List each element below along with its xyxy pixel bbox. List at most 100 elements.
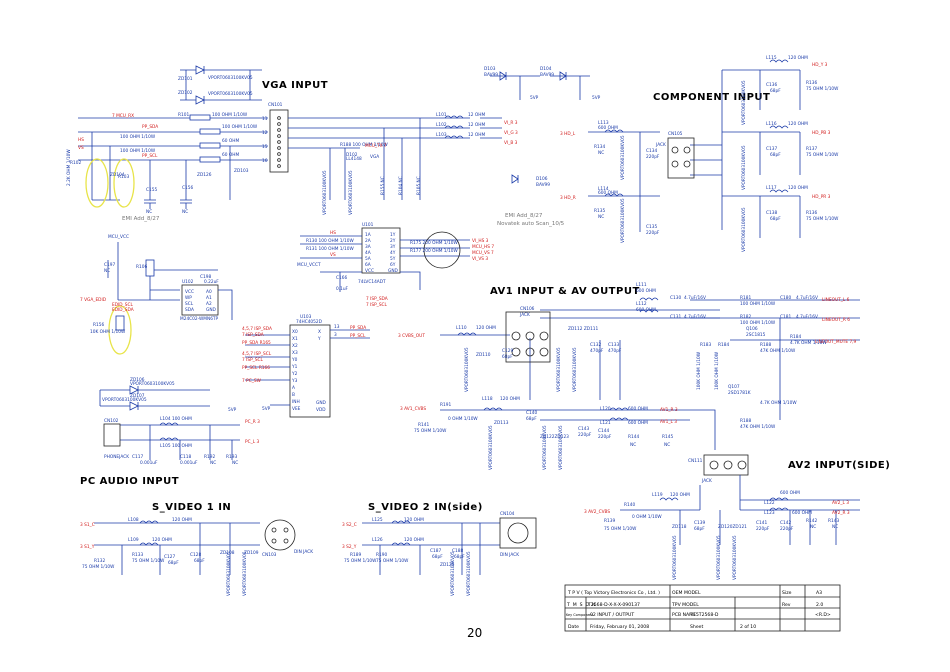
svg-text:600 OHM: 600 OHM — [792, 510, 812, 516]
cn111-label: CN111 — [688, 458, 703, 464]
svg-text:R181: R181 — [740, 295, 751, 301]
tb-size: A3 — [816, 590, 822, 596]
svg-text:ZD106: ZD106 — [130, 377, 145, 383]
jack3-label: JACK — [701, 478, 712, 484]
svg-text:L115: L115 — [766, 55, 777, 61]
svg-text:R156: R156 — [93, 322, 104, 328]
svg-text:600 OHM: 600 OHM — [636, 288, 656, 294]
svg-text:X3: X3 — [292, 350, 298, 356]
svg-text:LL4148: LL4148 — [346, 156, 362, 162]
svg-text:R190: R190 — [376, 552, 387, 558]
net-av2-r: AV2_R 3 — [832, 510, 850, 516]
svg-text:R177 200 OHM 1/10W: R177 200 OHM 1/10W — [410, 248, 458, 254]
svg-text:R106: R106 — [136, 264, 147, 270]
phonejack-label: PHONEJACK — [104, 454, 129, 460]
svg-text:ZD122ZD123: ZD122ZD123 — [540, 434, 569, 440]
net-s2c: 3 S2_C — [342, 522, 357, 528]
svg-text:A2: A2 — [206, 301, 212, 307]
svg-text:NC: NC — [104, 268, 110, 274]
svg-text:600 OHM: 600 OHM — [780, 490, 800, 496]
net-mcu-tx: MCU_TX 7 — [365, 143, 387, 149]
svg-text:L112: L112 — [636, 301, 647, 307]
svg-text:4.7uF/16V: 4.7uF/16V — [684, 314, 706, 320]
svg-text:C166: C166 — [336, 275, 347, 281]
cn106-label: CN106 — [520, 306, 535, 312]
svg-text:D103: D103 — [484, 66, 496, 72]
svg-text:120 OHM: 120 OHM — [476, 325, 496, 331]
svg-text:C197: C197 — [104, 262, 115, 268]
svg-text:12 OHM: 12 OHM — [468, 122, 485, 128]
svg-text:C118: C118 — [180, 454, 191, 460]
svg-text:12 OHM: 12 OHM — [468, 132, 485, 138]
svg-text:60 OHM: 60 OHM — [222, 138, 239, 144]
svg-text:A0: A0 — [206, 289, 212, 295]
svg-text:R136: R136 — [806, 210, 817, 216]
cn103-label: CN103 — [262, 552, 277, 558]
svg-text:VPORT0603100KV05: VPORT0603100KV05 — [672, 535, 678, 580]
net-av2-l: AV2_L 3 — [832, 500, 849, 506]
svg-text:75 OHM 1/10W: 75 OHM 1/10W — [82, 564, 115, 570]
svg-text:R141: R141 — [418, 422, 429, 428]
svg-text:120 OHM: 120 OHM — [788, 55, 808, 61]
svg-text:VPORT0603100KV05: VPORT0603100KV05 — [242, 551, 248, 596]
svg-text:C155: C155 — [146, 187, 157, 193]
svg-text:C131: C131 — [670, 314, 681, 320]
svg-text:L105 100 OHM: L105 100 OHM — [160, 443, 192, 449]
cn105-label: CN105 — [668, 131, 683, 137]
svg-text:ZD101: ZD101 — [178, 76, 193, 82]
svg-text:VPORT0603100KV05: VPORT0603100KV05 — [102, 397, 147, 403]
svg-text:L121: L121 — [600, 420, 611, 426]
svg-text:INH: INH — [292, 399, 300, 405]
svg-text:EDID_SDA: EDID_SDA — [112, 307, 134, 313]
svg-text:L122: L122 — [764, 500, 775, 506]
title-vga-input: VGA INPUT — [262, 80, 328, 91]
svg-text:VPORT0603100KV05: VPORT0603100KV05 — [558, 425, 564, 470]
svg-text:ZD102: ZD102 — [178, 90, 193, 96]
svg-text:16: 16 — [262, 158, 268, 164]
svg-text:100 OHM 1/10W: 100 OHM 1/10W — [212, 112, 248, 118]
svg-text:NC: NC — [182, 209, 188, 215]
svg-text:VPORT0603100KV05: VPORT0603100KV05 — [741, 207, 747, 252]
tb-company: T P V ( Top Victory Electronics Co , Ltd… — [567, 590, 660, 596]
svg-text:VPORT0603100KV05: VPORT0603100KV05 — [542, 425, 548, 470]
svg-text:12: 12 — [262, 130, 268, 136]
net-av1-cvbs: 3 AV1_CVBS — [400, 406, 426, 412]
net-mcu-rx: 7 MCU_RX — [112, 113, 134, 119]
net-cvbs-out: 3 CVBS_OUT — [398, 333, 425, 339]
net-pp-scl-vga: PP_SCL — [142, 153, 158, 159]
tb-pcb-label: PCB NAME — [672, 612, 696, 618]
svg-text:R134: R134 — [594, 144, 605, 150]
svg-text:120 OHM: 120 OHM — [172, 517, 192, 523]
svg-text:R131 100 OHM 1/10W: R131 100 OHM 1/10W — [306, 246, 354, 252]
tb-doc-title: 02 INPUT / OUTPUT — [590, 612, 634, 618]
svg-text:75 OHM 1/10W: 75 OHM 1/10W — [344, 558, 377, 564]
net-s1y: 3 S1_Y — [80, 544, 95, 550]
svg-text:WP: WP — [185, 295, 192, 301]
svg-text:L110: L110 — [456, 325, 467, 331]
svg-text:C117: C117 — [132, 454, 143, 460]
svg-text:VPORT0603100KV05: VPORT0603100KV05 — [208, 75, 253, 81]
svg-text:R175 200 OHM 1/10W: R175 200 OHM 1/10W — [410, 240, 458, 246]
net-vs-u101: VS — [330, 252, 336, 258]
svg-text:5VP: 5VP — [262, 406, 271, 412]
svg-text:47K OHM 1/10W: 47K OHM 1/10W — [740, 424, 776, 430]
svg-text:R189: R189 — [350, 552, 361, 558]
svg-text:120 OHM: 120 OHM — [404, 517, 424, 523]
tb-rev: 2.0 — [816, 602, 823, 608]
svg-text:68pF: 68pF — [432, 554, 443, 560]
svg-text:13: 13 — [334, 324, 340, 330]
svg-text:PP_SCL R166: PP_SCL R166 — [242, 365, 270, 371]
u103-part: 74HC4052D — [296, 319, 323, 325]
svg-text:R142: R142 — [806, 518, 817, 524]
svg-text:R103: R103 — [118, 174, 129, 180]
q107-label: Q107 — [728, 384, 740, 390]
svg-text:100 OHM 1/10W: 100 OHM 1/10W — [120, 148, 156, 154]
net-pp-sda-vga: PP_SDA — [142, 124, 158, 130]
net-lineout-l: LINEOUT_L 6 — [822, 297, 850, 303]
comment-novatek: Novatek auto Scan_10/5 — [497, 221, 565, 227]
svg-text:ZD107: ZD107 — [130, 393, 145, 399]
net-hd-y: HD_Y 3 — [812, 62, 828, 68]
svg-text:A1: A1 — [206, 295, 212, 301]
